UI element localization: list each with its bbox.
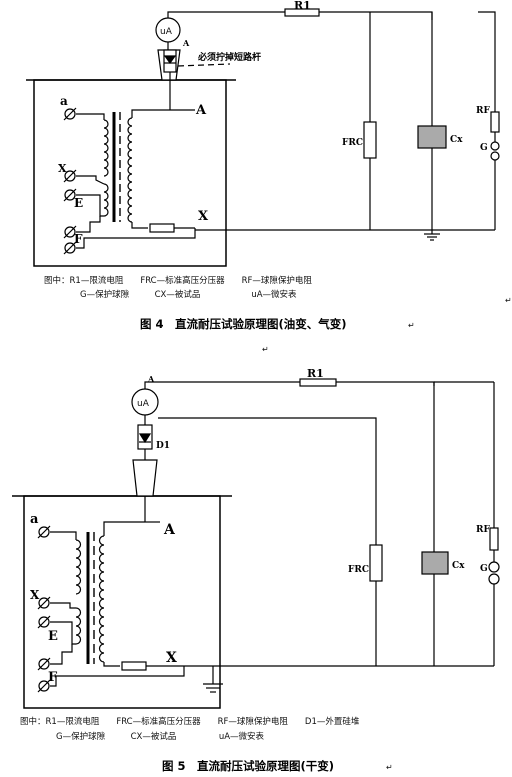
fig5-sphere-gap-top <box>488 561 500 573</box>
fig4-label-a-low: a <box>60 94 68 108</box>
fig4-ground-symbol <box>424 230 440 241</box>
fig5-para-mark: ↵ <box>386 763 393 772</box>
fig4-rf-resistor <box>490 111 500 133</box>
fig5-label-frc: FRC <box>348 565 369 575</box>
fig4-label-e: E <box>74 196 83 210</box>
fig5-d1-diode <box>138 433 152 444</box>
fig5-label-rf: RF <box>476 525 490 535</box>
fig5-label-ua: uA <box>137 399 150 409</box>
fig4-label-ua: uA <box>160 27 173 37</box>
fig5-label-x-low: X <box>30 588 40 602</box>
fig4-label-r1: R1 <box>294 0 311 12</box>
fig5-lv-coil <box>75 539 82 645</box>
fig4-label-g: G <box>480 143 488 153</box>
fig4-legend-line2: G—保护球隙 CX—被试品 uA—微安表 <box>80 289 297 300</box>
fig5-internal-resistor <box>121 661 147 671</box>
fig5-label-a-top: A <box>147 374 155 384</box>
fig4-hv-coil <box>127 117 133 223</box>
fig5-label-cx: Cx <box>452 561 465 571</box>
fig5-label-a-low: a <box>30 512 39 527</box>
fig5-legend-line2: G—保护球隙 CX—被试品 uA—微安表 <box>56 731 265 742</box>
fig5-rf-resistor <box>489 527 499 551</box>
fig5-label-g: G <box>480 564 488 574</box>
fig4-short-bar-dash <box>177 63 231 67</box>
fig4-r1-resistor <box>284 8 320 17</box>
fig4-sphere-gap-bottom <box>490 151 500 161</box>
fig4-terminal-a <box>63 107 77 121</box>
fig5-terminal-a <box>37 525 51 539</box>
fig4-terminal-f2 <box>63 241 77 255</box>
fig4-cx-specimen <box>417 125 447 149</box>
fig4-warning-text: 必须拧掉短路杆 <box>197 51 261 63</box>
fig5-label-f: F <box>48 670 58 685</box>
fig4-label-a-top: A <box>182 38 190 48</box>
fig5-legend-line1: 图中：R1—限流电阻 FRC—标准高压分压器 RF—球隙保护电阻 D1—外置硅堆 <box>20 716 360 727</box>
fig4-para-mark-2: ↵ <box>408 321 415 330</box>
fig4-diode <box>163 55 177 65</box>
fig5-frc-divider <box>369 544 383 582</box>
fig5-ground-symbol <box>203 666 223 693</box>
fig5-r1-resistor <box>299 378 337 387</box>
fig4-label-x-low: X <box>58 162 67 175</box>
fig5-terminal-e <box>37 615 51 629</box>
fig4-lv-coil <box>103 119 109 217</box>
figure-4 <box>26 8 500 267</box>
fig4-internal-resistor <box>149 223 175 233</box>
fig5-label-a-out: A <box>163 522 176 538</box>
fig4-caption: 图 4 直流耐压试验原理图(油变、气变) <box>140 317 347 331</box>
fig4-para-mark-1: ↵ <box>505 296 512 305</box>
fig4-sphere-gap-top <box>490 141 500 151</box>
fig4-label-rf: RF <box>476 106 490 116</box>
fig4-frc-divider <box>363 121 377 159</box>
fig5-sphere-gap-bottom <box>488 573 500 585</box>
fig5-label-d1: D1 <box>156 441 170 451</box>
fig5-bushing <box>132 459 158 497</box>
fig5-top-wire <box>144 381 435 389</box>
fig4-terminal-f <box>63 225 77 239</box>
fig5-label-x-out: X <box>166 650 177 666</box>
fig4-label-x-out: X <box>198 209 209 224</box>
fig4-para-mark-3: ↵ <box>262 345 269 354</box>
fig5-label-r1: R1 <box>307 367 324 380</box>
fig5-caption: 图 5 直流耐压试验原理图(干变) <box>162 759 334 773</box>
fig4-label-frc: FRC <box>342 138 363 148</box>
fig4-label-cx: Cx <box>450 135 463 145</box>
fig4-label-f: F <box>74 232 83 246</box>
fig4-legend-line1: 图中：R1—限流电阻 FRC—标准高压分压器 RF—球隙保护电阻 <box>44 275 312 286</box>
fig5-terminal-f2 <box>37 679 51 693</box>
fig4-label-a-out: A <box>195 103 207 118</box>
fig4-terminal-e <box>63 188 77 202</box>
fig5-cx-specimen <box>421 551 449 575</box>
fig4-terminal-x <box>63 169 77 183</box>
figure-5 <box>12 378 500 709</box>
fig5-hv-coil <box>98 535 105 663</box>
fig5-label-e: E <box>48 629 58 644</box>
fig5-terminal-f <box>37 657 51 671</box>
fig5-terminal-x <box>37 596 51 610</box>
